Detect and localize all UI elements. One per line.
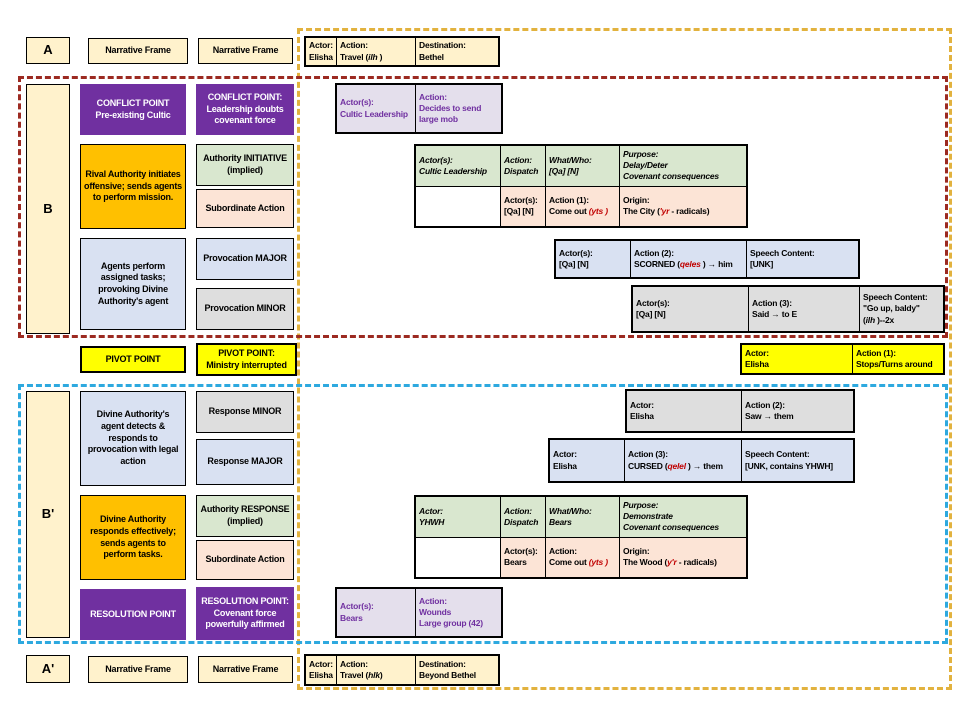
section-b-dashed-frame: [18, 76, 948, 338]
agents-perform-box: Agents perform assigned tasks; provoking…: [80, 238, 186, 330]
dispatch2-purpose-cell: Purpose: Demonstrate Covenant consequenc…: [620, 497, 746, 537]
row-b-label: B: [26, 84, 70, 334]
decision-table: Actor(s): Cultic Leadership Action: Deci…: [335, 83, 503, 134]
row-a-prime-event-table: Actor: Elisha Action: Travel (hlk) Desti…: [304, 654, 500, 686]
row-a-prime-destination-cell: Destination: Beyond Bethel: [416, 656, 498, 684]
resolution-point-detail-box: RESOLUTION POINT: Covenant force powerfu…: [196, 587, 294, 640]
dispatch2-subaction-cell: Action: Come out (yts ): [546, 537, 619, 577]
dispatch-subactor-cell: Actor(s): [Qa] [N]: [501, 186, 545, 226]
pivot-actor-cell: Actor: Elisha: [742, 345, 852, 373]
row-a-actor-cell: Actor: Elisha: [306, 38, 336, 65]
row-a-prime-narrative-frame-1: Narrative Frame: [88, 656, 188, 683]
authority-response-box: Authority RESPONSE (implied): [196, 495, 294, 537]
dispatch-purpose-cell: Purpose: Delay/Deter Covenant consequenc…: [620, 146, 746, 186]
pivot-event-table: Actor: Elisha Action (1): Stops/Turns ar…: [740, 343, 945, 375]
detects-box: Divine Authority's agent detects & respo…: [80, 391, 186, 486]
cursed-action-cell: Action (3): CURSED (qelel ) → them: [625, 440, 741, 481]
conflict-point-box: CONFLICT POINT Pre-existing Cultic: [80, 84, 186, 135]
dispatch2-subactor-cell: Actor(s): Bears: [501, 537, 545, 577]
dispatch-subaction-cell: Action (1): Come out (yts ): [546, 186, 619, 226]
row-a-prime-action-cell: Action: Travel (hlk): [337, 656, 415, 684]
row-a-narrative-frame-1: Narrative Frame: [88, 38, 188, 64]
decision-action-cell: Action: Decides to send large mob: [416, 85, 501, 132]
rival-authority-box: Rival Authority initiates offensive; sen…: [80, 144, 186, 229]
resolution-point-box: RESOLUTION POINT: [80, 589, 186, 640]
row-a-label: A: [26, 37, 70, 64]
dispatch2-empty-cell: [416, 537, 500, 577]
row-a-event-table: Actor: Elisha Action: Travel (ilh ) Dest…: [304, 36, 500, 67]
saw-actor-cell: Actor: Elisha: [627, 391, 741, 431]
row-a-prime-label: A': [26, 655, 70, 683]
dispatch-table-b-prime: Actor: YHWH Action: Dispatch What/Who: B…: [414, 495, 748, 579]
provocation-major-box: Provocation MAJOR: [196, 238, 294, 280]
wounds-table: Actor(s): Bears Action: Wounds Large gro…: [335, 587, 503, 638]
subordinate-action-box: Subordinate Action: [196, 189, 294, 228]
subordinate-action-box-2: Subordinate Action: [196, 540, 294, 580]
pivot-action-cell: Action (1): Stops/Turns around: [853, 345, 943, 373]
dispatch-table-b: Actor(s): Cultic Leadership Action: Disp…: [414, 144, 748, 228]
scorned-table: Actor(s): [Qa] [N] Action (2): SCORNED (…: [554, 239, 860, 279]
decision-actor-cell: Actor(s): Cultic Leadership: [337, 85, 415, 132]
row-a-prime-actor-cell: Actor: Elisha: [306, 656, 336, 684]
dispatch2-action-cell: Action: Dispatch: [501, 497, 545, 537]
said-speech-cell: Speech Content: "Go up, baldy" (ilh )--2…: [860, 287, 943, 331]
response-minor-box: Response MINOR: [196, 391, 294, 433]
section-b-prime-dashed-frame: [18, 384, 948, 644]
dispatch-whatwho-cell: What/Who: [Qa] [N]: [546, 146, 619, 186]
row-a-action-cell: Action: Travel (ilh ): [337, 38, 415, 65]
cursed-actor-cell: Actor: Elisha: [550, 440, 624, 481]
pivot-point-detail-box: PIVOT POINT: Ministry interrupted: [196, 343, 297, 376]
saw-action-cell: Action (2): Saw → them: [742, 391, 853, 431]
divine-responds-box: Divine Authority responds effectively; s…: [80, 495, 186, 580]
dispatch-empty-cell: [416, 186, 500, 226]
dispatch-action-cell: Action: Dispatch: [501, 146, 545, 186]
authority-initiative-box: Authority INITIATIVE (implied): [196, 144, 294, 186]
dispatch2-whatwho-cell: What/Who: Bears: [546, 497, 619, 537]
conflict-point-detail-box: CONFLICT POINT: Leadership doubts covena…: [196, 84, 294, 135]
row-a-narrative-frame-2: Narrative Frame: [198, 38, 293, 64]
said-action-cell: Action (3): Said → to E: [749, 287, 859, 331]
scorned-actor-cell: Actor(s): [Qa] [N]: [556, 241, 630, 277]
saw-table: Actor: Elisha Action (2): Saw → them: [625, 389, 855, 433]
row-a-prime-narrative-frame-2: Narrative Frame: [198, 656, 293, 683]
cursed-speech-cell: Speech Content: [UNK, contains YHWH]: [742, 440, 853, 481]
row-a-destination-cell: Destination: Bethel: [416, 38, 498, 65]
pivot-point-box: PIVOT POINT: [80, 346, 186, 373]
provocation-minor-box: Provocation MINOR: [196, 288, 294, 330]
outer-gold-dashed-frame: [297, 28, 952, 690]
scorned-speech-cell: Speech Content: [UNK]: [747, 241, 858, 277]
said-table: Actor(s): [Qa] [N] Action (3): Said → to…: [631, 285, 945, 333]
response-major-box: Response MAJOR: [196, 439, 294, 485]
dispatch-origin-cell: Origin: The City ('yr - radicals): [620, 186, 746, 226]
wounds-actor-cell: Actor(s): Bears: [337, 589, 415, 636]
cursed-table: Actor: Elisha Action (3): CURSED (qelel …: [548, 438, 855, 483]
dispatch-actor-cell: Actor(s): Cultic Leadership: [416, 146, 500, 186]
scorned-action-cell: Action (2): SCORNED (qeles ) → him: [631, 241, 746, 277]
wounds-action-cell: Action: Wounds Large group (42): [416, 589, 501, 636]
dispatch2-origin-cell: Origin: The Wood (y'r - radicals): [620, 537, 746, 577]
row-b-prime-label: B': [26, 391, 70, 638]
dispatch2-actor-cell: Actor: YHWH: [416, 497, 500, 537]
said-actor-cell: Actor(s): [Qa] [N]: [633, 287, 748, 331]
